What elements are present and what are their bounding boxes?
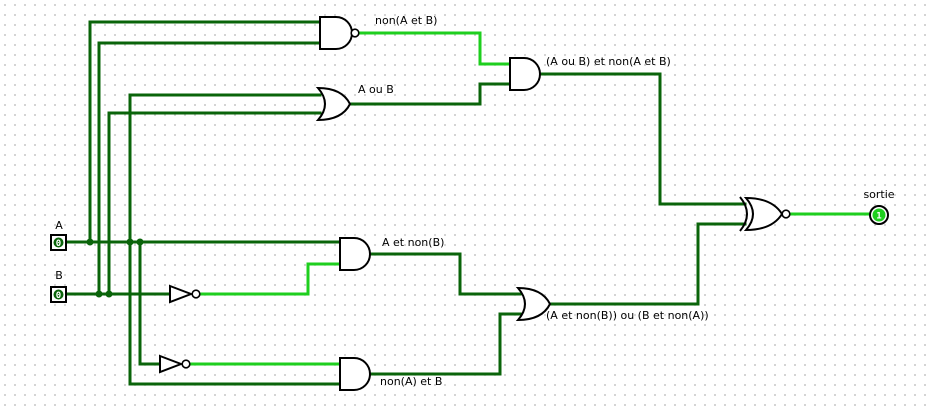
not-bubble <box>181 359 191 369</box>
junction-dot <box>95 290 103 298</box>
input-a-value: 0 <box>56 239 61 249</box>
not-bubble <box>191 289 201 299</box>
wire-and-b-out <box>368 312 522 376</box>
nand-label: non(A et B) <box>375 14 437 27</box>
and-a-label: A et non(B) <box>382 236 444 249</box>
input-b-led <box>53 289 64 300</box>
input-a-led <box>53 237 64 248</box>
wires <box>64 20 878 386</box>
wire-or-bottom-out <box>548 222 747 306</box>
wire-not-b-out <box>198 262 342 296</box>
wire-or-out <box>348 82 512 106</box>
output-led <box>872 208 886 222</box>
not-gate-a[interactable] <box>159 354 191 374</box>
wire-and-top-out <box>538 72 747 206</box>
nand-bubble <box>350 28 360 38</box>
junction-dot <box>86 238 94 246</box>
xnor-gate[interactable] <box>739 196 791 232</box>
input-b-value: 0 <box>56 291 61 301</box>
and-gate-top[interactable] <box>509 57 541 91</box>
wire-nand-out <box>356 31 512 66</box>
nand-gate[interactable] <box>319 16 360 50</box>
and-gate-a-not-b[interactable] <box>339 237 371 271</box>
or-gate-bottom[interactable] <box>515 286 552 322</box>
output-pin: 1 <box>869 205 889 225</box>
input-pin-a[interactable]: 0 <box>50 234 67 251</box>
input-b-label: B <box>55 269 63 282</box>
input-pin-b[interactable]: 0 <box>50 286 67 303</box>
junction-dot <box>136 238 144 246</box>
wire-b-bus <box>64 41 322 366</box>
and-gate-not-a-b[interactable] <box>339 357 371 391</box>
xnor-back-curve <box>739 196 748 232</box>
wire-junctions <box>86 238 144 298</box>
output-label: sortie <box>863 188 894 201</box>
or-label: A ou B <box>358 83 394 96</box>
and-top-label: (A ou B) et non(A et B) <box>546 55 671 68</box>
junction-dot <box>126 238 134 246</box>
junction-dot <box>105 290 113 298</box>
or-bottom-label: (A et non(B)) ou (B et non(A)) <box>546 309 709 322</box>
input-a-label: A <box>55 219 63 232</box>
and-b-label: non(A) et B <box>380 375 442 388</box>
wire-and-a-out <box>368 252 522 296</box>
or-gate[interactable] <box>315 86 352 122</box>
output-value: 1 <box>876 212 881 222</box>
wire-a-bus <box>64 20 347 386</box>
xnor-bubble <box>781 209 791 219</box>
not-gate-b[interactable] <box>169 284 201 304</box>
